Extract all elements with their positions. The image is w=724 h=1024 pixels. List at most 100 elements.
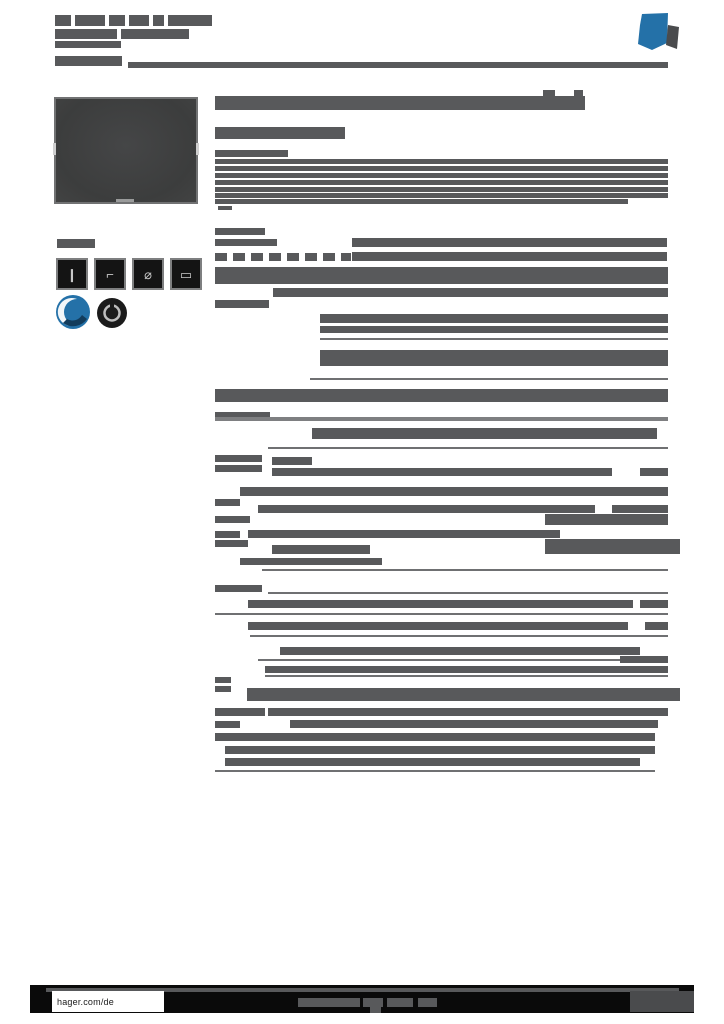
redacted-text-line — [215, 417, 668, 421]
redacted-text-line — [320, 314, 668, 323]
redacted-rule — [215, 613, 668, 615]
redacted-text-line — [305, 253, 317, 261]
redacted-text-line — [225, 758, 640, 766]
redacted-text-line — [215, 585, 262, 592]
redacted-text-line — [248, 622, 628, 630]
feature-icon-2-glyph: ⌐ — [106, 266, 114, 282]
redacted-text-line — [129, 15, 149, 26]
redacted-rule — [258, 659, 640, 661]
redacted-text-line — [215, 180, 668, 185]
dark-round-badge-icon — [97, 298, 127, 328]
redacted-text-line — [128, 62, 668, 68]
redacted-text-line — [215, 677, 231, 683]
hager-logo-blue-shape — [638, 13, 668, 50]
redacted-text-line — [75, 15, 105, 26]
feature-icon-2: ⌐ — [94, 258, 126, 290]
redacted-text-line — [215, 389, 668, 402]
redacted-text-line — [215, 228, 265, 235]
feature-icon-4-glyph: ▭ — [179, 266, 193, 282]
redacted-text-line — [545, 514, 668, 525]
redacted-text-line — [215, 300, 269, 308]
redacted-text-line — [215, 540, 248, 547]
redacted-text-line — [215, 708, 265, 716]
redacted-text-line — [215, 159, 668, 164]
hager-logo — [638, 13, 679, 50]
product-image-right-tab — [196, 143, 199, 155]
redacted-rule — [265, 675, 668, 677]
redacted-text-line — [215, 239, 277, 246]
redacted-text-line — [240, 558, 382, 565]
redacted-text-line — [215, 465, 262, 472]
redacted-rule — [268, 447, 668, 449]
redacted-text-line — [272, 468, 612, 476]
redacted-rule — [320, 338, 668, 340]
redacted-text-line — [215, 150, 288, 157]
product-image — [53, 97, 199, 204]
redacted-text-line — [215, 166, 668, 171]
redacted-text-line — [55, 29, 117, 39]
redacted-text-line — [265, 666, 668, 673]
product-image-left-tab — [53, 143, 56, 155]
redacted-text-line — [215, 516, 250, 523]
redacted-text-line — [225, 746, 655, 754]
redacted-text-line — [543, 90, 555, 96]
redacted-text-line — [320, 326, 668, 333]
redacted-text-line — [248, 600, 633, 608]
redacted-text-line — [341, 253, 351, 261]
redacted-text-line — [287, 253, 299, 261]
feature-icon-3-glyph: ⌀ — [144, 266, 152, 282]
redacted-text-line — [290, 720, 658, 728]
redacted-rule — [262, 569, 668, 571]
redacted-rule — [250, 635, 668, 637]
redacted-text-line — [272, 457, 312, 465]
redacted-text-line — [272, 545, 370, 554]
product-image-screen — [56, 99, 196, 202]
hager-logo-gray-shape — [666, 25, 679, 49]
redacted-text-line — [215, 253, 227, 261]
redacted-text-line — [215, 455, 262, 462]
redacted-text-line — [640, 468, 668, 476]
redacted-text-line — [168, 15, 212, 26]
redacted-text-line — [251, 253, 263, 261]
redacted-text-line — [215, 531, 240, 538]
redacted-text-line — [215, 199, 628, 204]
redacted-text-line — [215, 127, 345, 139]
redacted-text-line — [215, 173, 668, 178]
redacted-text-line — [240, 487, 668, 496]
redacted-text-line — [215, 412, 270, 420]
redacted-text-line — [258, 505, 595, 513]
redacted-text-line — [215, 187, 668, 192]
redacted-text-line — [109, 15, 125, 26]
product-image-bottom-mark — [116, 199, 134, 202]
redacted-text-line — [612, 505, 668, 513]
redacted-text-line — [312, 428, 657, 439]
blue-round-badge-icon — [56, 295, 90, 329]
redacted-text-line — [215, 193, 668, 198]
redacted-rule — [268, 592, 668, 594]
feature-icon-3: ⌀ — [132, 258, 164, 290]
redacted-text-line — [352, 238, 667, 247]
redacted-text-line — [323, 253, 335, 261]
redacted-text-line — [215, 96, 585, 110]
redacted-text-line — [269, 253, 281, 261]
redacted-rule — [310, 378, 668, 380]
redacted-text-line — [153, 15, 164, 26]
redacted-text-line — [620, 656, 668, 663]
redacted-text-line — [574, 90, 583, 96]
redacted-text-line — [320, 350, 668, 366]
redacted-text-line — [215, 721, 240, 728]
redacted-text-line — [121, 29, 189, 39]
redacted-text-line — [215, 686, 231, 692]
redacted-text-line — [273, 288, 668, 297]
redacted-text-line — [352, 252, 667, 261]
redacted-text-line — [215, 733, 655, 741]
footer-page-indicator — [630, 991, 694, 1012]
feature-icon-4: ▭ — [170, 258, 202, 290]
redacted-text-line — [645, 622, 668, 630]
redacted-text-line — [247, 688, 680, 701]
footer-website-link[interactable]: hager.com/de — [57, 996, 114, 1007]
redacted-text-line — [233, 253, 245, 261]
redacted-text-line — [545, 539, 680, 554]
redacted-text-line — [215, 267, 668, 284]
